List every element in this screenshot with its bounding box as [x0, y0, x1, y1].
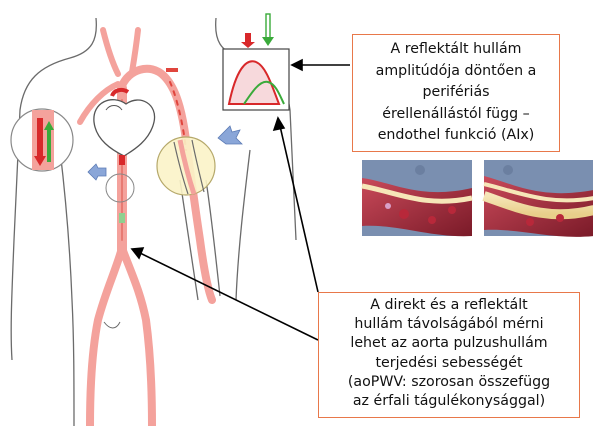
callout-line: endothel funkció (AIx)	[359, 125, 553, 147]
callout-line: az érfali tágulékonysággal)	[325, 392, 573, 411]
callout-line: érellenállástól függ –	[359, 104, 553, 126]
callout-line: lehet az aorta pulzushullám	[325, 334, 573, 353]
blue-pointer-arrow-icon	[218, 126, 242, 144]
pwv-callout: A direkt és a reflektált hullám távolság…	[318, 292, 580, 418]
healthy-vessel-image	[362, 160, 472, 236]
blue-pointer-arrow-icon	[88, 164, 106, 180]
callout-line: hullám távolságából mérni	[325, 315, 573, 334]
callout-line: A direkt és a reflektált	[325, 296, 573, 315]
inset-pointer	[280, 126, 318, 292]
green-down-arrow-icon	[266, 14, 270, 38]
red-down-arrow-icon	[245, 33, 251, 43]
artery-tree	[80, 30, 212, 426]
callout-line: terjedési sebességét	[325, 354, 573, 373]
aorta-pointer	[140, 253, 318, 340]
amplitude-callout: A reflektált hullám amplitúdója döntően …	[352, 34, 560, 152]
callout-line: A reflektált hullám	[359, 39, 553, 61]
direct-wave-marker	[119, 155, 125, 165]
reflected-wave-marker	[119, 213, 125, 223]
waveform-inset	[223, 14, 289, 110]
left-magnifier	[11, 109, 73, 171]
arm-magnifier	[157, 137, 215, 195]
arch-marker	[166, 68, 178, 72]
callout-line: (aoPWV: szorosan összefügg	[325, 373, 573, 392]
stiff-vessel-image	[484, 160, 593, 237]
callout-line: perifériás	[359, 82, 553, 104]
callout-line: amplitúdója döntően a	[359, 61, 553, 83]
